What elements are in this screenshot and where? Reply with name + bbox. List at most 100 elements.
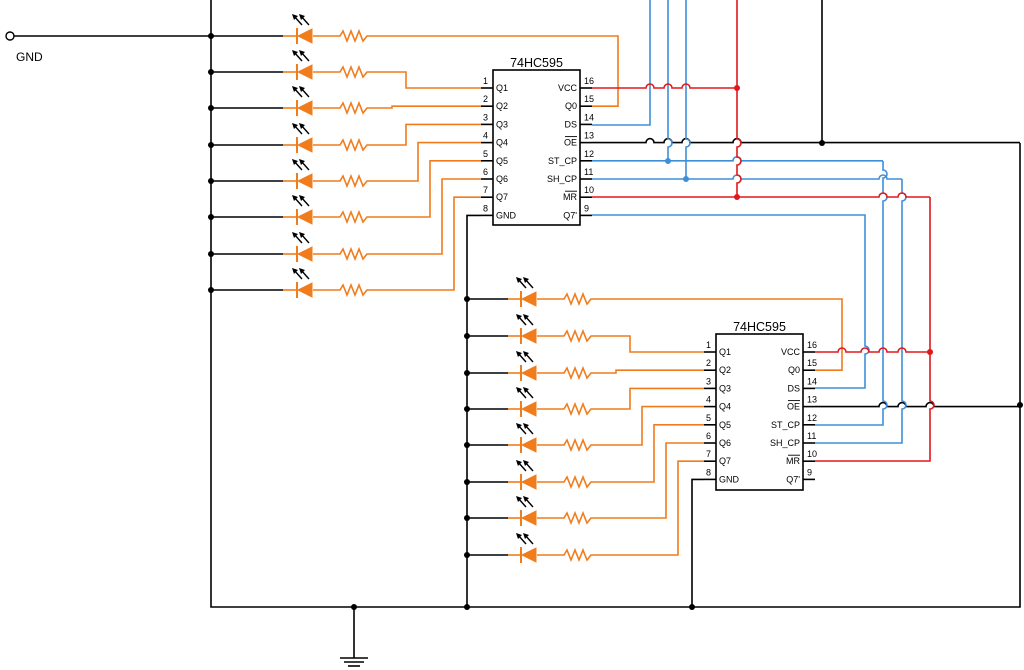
pin-number: 9 [807, 467, 812, 477]
led-arrowhead [516, 423, 522, 429]
junction-dot [464, 552, 470, 558]
led-icon [516, 460, 537, 490]
led-arrowhead [292, 232, 298, 238]
junction-dot [208, 178, 214, 184]
junction-dot [464, 296, 470, 302]
led-arrowhead [523, 351, 529, 357]
led-icon [516, 423, 537, 453]
pin-label: Q4 [496, 138, 508, 148]
q-output-wire [596, 369, 704, 374]
led-arrowhead [523, 423, 529, 429]
gnd-terminal-label: GND [16, 50, 43, 64]
q-output-wire [596, 460, 704, 556]
junction-dot [689, 604, 695, 610]
pin-label: DS [564, 119, 577, 129]
junction-dot [464, 406, 470, 412]
led-arrowhead [299, 268, 305, 274]
junction-dot [819, 140, 825, 146]
pin-label: VCC [558, 83, 578, 93]
led-arrowhead [299, 14, 305, 20]
led-body [520, 510, 537, 526]
pin-number: 3 [483, 112, 488, 122]
pin-label: MR [786, 456, 800, 466]
pin-number: 4 [483, 131, 488, 141]
pin-label: Q7' [563, 210, 577, 220]
vcc-bottom [815, 347, 930, 353]
junction-dot [351, 604, 357, 610]
led-arrowhead [516, 533, 522, 539]
pin-label: MR [563, 192, 577, 202]
components-layer [292, 14, 596, 563]
terminal-icon [5, 31, 15, 41]
sh-cp-vertical [685, 0, 691, 179]
led-arrowhead [292, 123, 298, 129]
pin-label: Q0 [565, 101, 577, 111]
pin-label: OE [787, 402, 800, 412]
q-output-wire [372, 178, 481, 255]
junction-dot [1017, 402, 1023, 408]
resistor-icon [336, 137, 372, 153]
pin-number: 13 [584, 131, 594, 141]
mr-bottom [815, 197, 935, 462]
oe-line-bottom [815, 401, 1020, 408]
led-arrowhead [292, 14, 298, 20]
pin-number: 6 [706, 431, 711, 441]
q-output-wire [596, 335, 704, 353]
led-arrowhead [523, 387, 529, 393]
led-body [520, 437, 537, 453]
junction-dot [464, 370, 470, 376]
pin-label: ST_CP [771, 420, 800, 430]
led-body [296, 100, 313, 116]
pin-number: 12 [807, 413, 817, 423]
sh-cp-bottom [815, 179, 907, 444]
pin-number: 10 [584, 185, 594, 195]
pin-number: 10 [807, 449, 817, 459]
resistor-icon [336, 282, 372, 298]
st-cp-vertical [667, 0, 673, 161]
junction-dot [665, 158, 671, 164]
resistor-icon [336, 28, 372, 44]
ground-bus [210, 0, 1021, 608]
led-arrowhead [292, 268, 298, 274]
led-arrowhead [516, 277, 522, 283]
resistor-icon [560, 291, 596, 307]
junction-dot [464, 442, 470, 448]
q-output-wire [372, 105, 481, 109]
junction-dot [734, 85, 740, 91]
pin-label: Q6 [719, 438, 731, 448]
chip-body [492, 69, 581, 226]
q-output-wire [372, 196, 481, 291]
led-body [296, 137, 313, 153]
led-icon [292, 195, 313, 225]
junction-dot [208, 287, 214, 293]
junction-dot [464, 333, 470, 339]
junction-dot [464, 604, 470, 610]
resistor-icon [336, 209, 372, 225]
led-body [520, 291, 537, 307]
led-body [296, 282, 313, 298]
led-arrowhead [299, 86, 305, 92]
q-output-wire [372, 141, 481, 182]
pin-number: 8 [706, 467, 711, 477]
pin-number: 7 [483, 185, 488, 195]
led-icon [516, 533, 537, 563]
pin-number: 15 [807, 358, 817, 368]
led-icon [516, 314, 537, 344]
resistor-icon [560, 474, 596, 490]
led-arrowhead [523, 314, 529, 320]
led-arrowhead [523, 277, 529, 283]
q-output-wire [372, 160, 481, 218]
q0-wire [596, 298, 843, 372]
pin-label: Q2 [719, 365, 731, 375]
resistor-icon [560, 547, 596, 563]
led-body [520, 401, 537, 417]
led-icon [292, 86, 313, 116]
vcc-to-mr [736, 88, 742, 197]
led-body [520, 547, 537, 563]
junction-dot [464, 515, 470, 521]
pin-number: 11 [584, 167, 593, 177]
pin-label: SH_CP [547, 174, 577, 184]
pin-label: VCC [781, 347, 801, 357]
led-icon [292, 232, 313, 262]
led-icon [292, 14, 313, 44]
